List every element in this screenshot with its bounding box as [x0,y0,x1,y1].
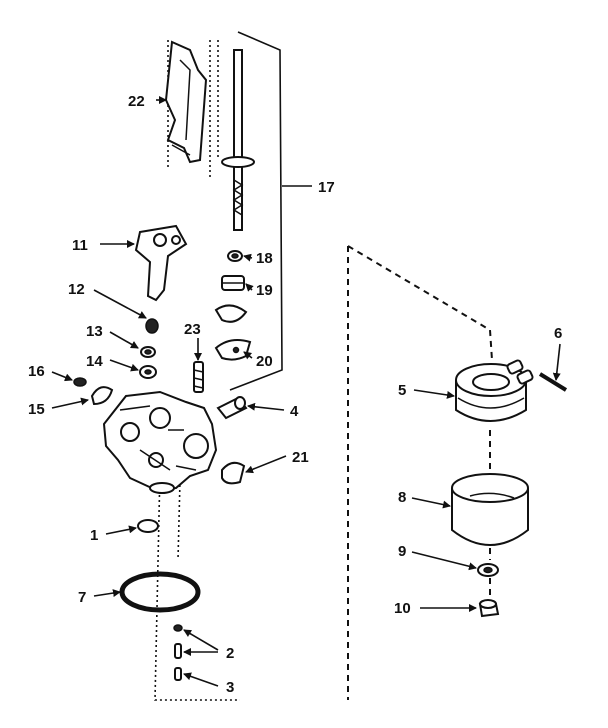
float-5 [455,359,534,422]
callout-8: 8 [398,489,406,506]
callout-21: 21 [292,449,309,466]
callout-7: 7 [78,589,86,606]
leader-lines [51,96,561,687]
screw-3 [174,667,182,681]
nut-10 [478,599,500,618]
callout-5: 5 [398,382,406,399]
callout-15: 15 [28,401,45,418]
needle-12 [145,318,159,334]
clip-21 [221,461,246,485]
callout-1: 1 [90,527,98,544]
callout-6: 6 [554,325,562,342]
callout-2: 2 [226,645,234,662]
callout-12: 12 [68,281,85,298]
screw-16 [73,377,87,387]
callout-10: 10 [394,600,411,617]
bowl-8 [451,473,529,546]
spring-18 [227,250,243,262]
oring-1 [137,519,159,533]
callout-3: 3 [226,679,234,696]
carburetor-body [102,390,218,494]
callout-4: 4 [290,403,299,420]
throttle-plate-20 [214,339,252,361]
callout-11: 11 [72,237,88,254]
seat-14 [139,365,157,379]
bracket-17 [229,31,312,391]
washer-9 [477,563,499,577]
gasket-ring-7 [119,571,201,613]
seal-19 [214,275,248,323]
callout-22: 22 [128,93,145,110]
throttle-shaft-17 [221,49,255,231]
washer-13 [140,346,156,358]
callout-23: 23 [184,321,201,338]
callout-13: 13 [86,323,103,340]
callout-20: 20 [256,353,273,370]
callout-9: 9 [398,543,406,560]
pin-6 [538,372,568,392]
choke-plate-22 [164,40,208,164]
assembly-guide-lines [154,40,493,701]
callout-14: 14 [86,353,103,370]
lever-11 [134,224,188,302]
pin-2 [173,624,183,659]
gasket-15 [90,386,114,406]
callout-19: 19 [256,282,273,299]
callout-18: 18 [256,250,273,267]
callout-16: 16 [28,363,45,380]
fitting-4 [216,396,248,420]
screw-23 [193,361,204,393]
callout-17: 17 [318,179,335,196]
callout-labels: 22 17 11 18 12 19 13 23 14 20 16 15 4 21… [28,93,562,696]
